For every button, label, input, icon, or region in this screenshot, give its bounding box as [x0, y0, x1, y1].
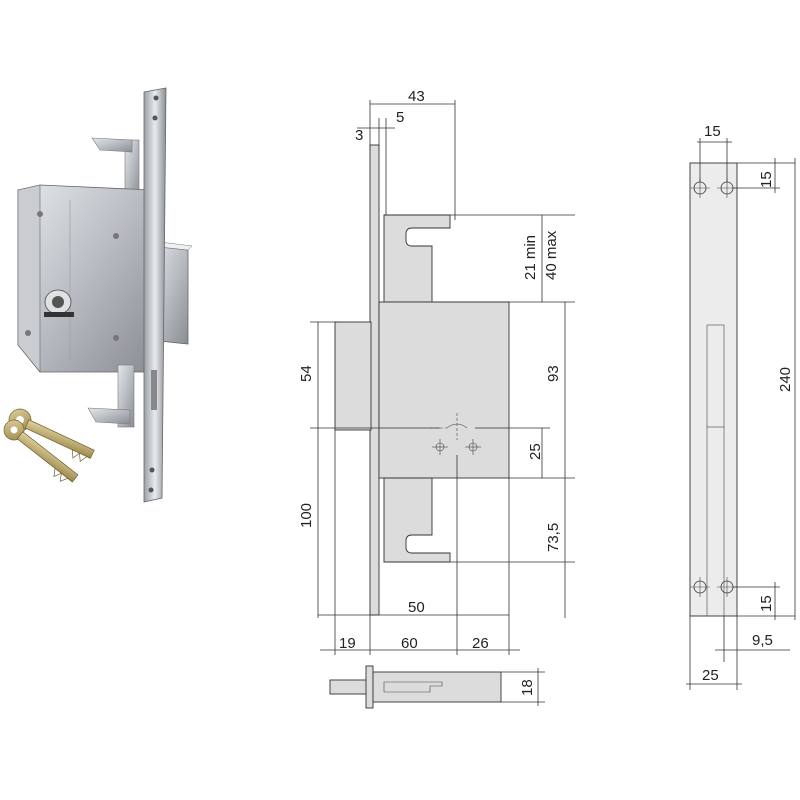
front-lower-bolt: [383, 477, 451, 563]
dim-upper-height: 54: [298, 365, 315, 382]
dim-hole-spacing: 15: [704, 123, 721, 140]
front-deadbolt: [334, 321, 372, 431]
front-view-drawing: 43 3 5 21 min 40 max 54 93 25 100 73,5 5…: [298, 88, 575, 655]
dim-bolt-throw-min: 21 min: [522, 235, 539, 280]
photo-lock-case: [17, 184, 153, 373]
dim-top-width: 43: [408, 88, 425, 105]
dim-bottom-thickness: 18: [519, 679, 536, 696]
lock-product-photo: [3, 87, 193, 503]
side-view-drawing: 15 15 240 15 9,5 25: [686, 123, 796, 690]
side-slot: [706, 324, 725, 428]
dim-slot-offset: 9,5: [752, 632, 773, 649]
front-upper-bolt: [383, 214, 451, 303]
dim-body-height: 93: [545, 365, 562, 382]
dim-lower-bolt: 73,5: [545, 523, 562, 552]
front-lock-case: [378, 301, 510, 479]
photo-keys: [3, 408, 95, 483]
dim-lower-height: 100: [298, 503, 315, 528]
front-dimension-lines: [310, 100, 575, 655]
dim-plate-width: 25: [702, 667, 719, 684]
dim-bolt-offset: 5: [396, 109, 404, 126]
dim-bolt-throw-max: 40 max: [543, 230, 560, 280]
dim-faceplate-offset: 19: [339, 635, 356, 652]
side-faceplate: [689, 162, 738, 617]
photo-top-hook-bolt: [91, 137, 140, 201]
photo-faceplate: [143, 87, 167, 503]
photo-bottom-hook-bolt: [87, 364, 135, 428]
dim-plate-height: 240: [777, 367, 794, 392]
dim-bottom-hole-offset: 15: [758, 595, 775, 612]
dim-plate-thickness: 3: [355, 127, 363, 144]
dim-top-hole-offset: 15: [758, 171, 775, 188]
dim-backset: 50: [408, 599, 425, 616]
side-dimension-lines: [686, 138, 796, 690]
dim-rear-width: 26: [472, 635, 489, 652]
bottom-view-drawing: 18: [329, 665, 545, 709]
dim-case-width: 60: [401, 635, 418, 652]
dim-spindle-to-cyl: 25: [527, 443, 544, 460]
